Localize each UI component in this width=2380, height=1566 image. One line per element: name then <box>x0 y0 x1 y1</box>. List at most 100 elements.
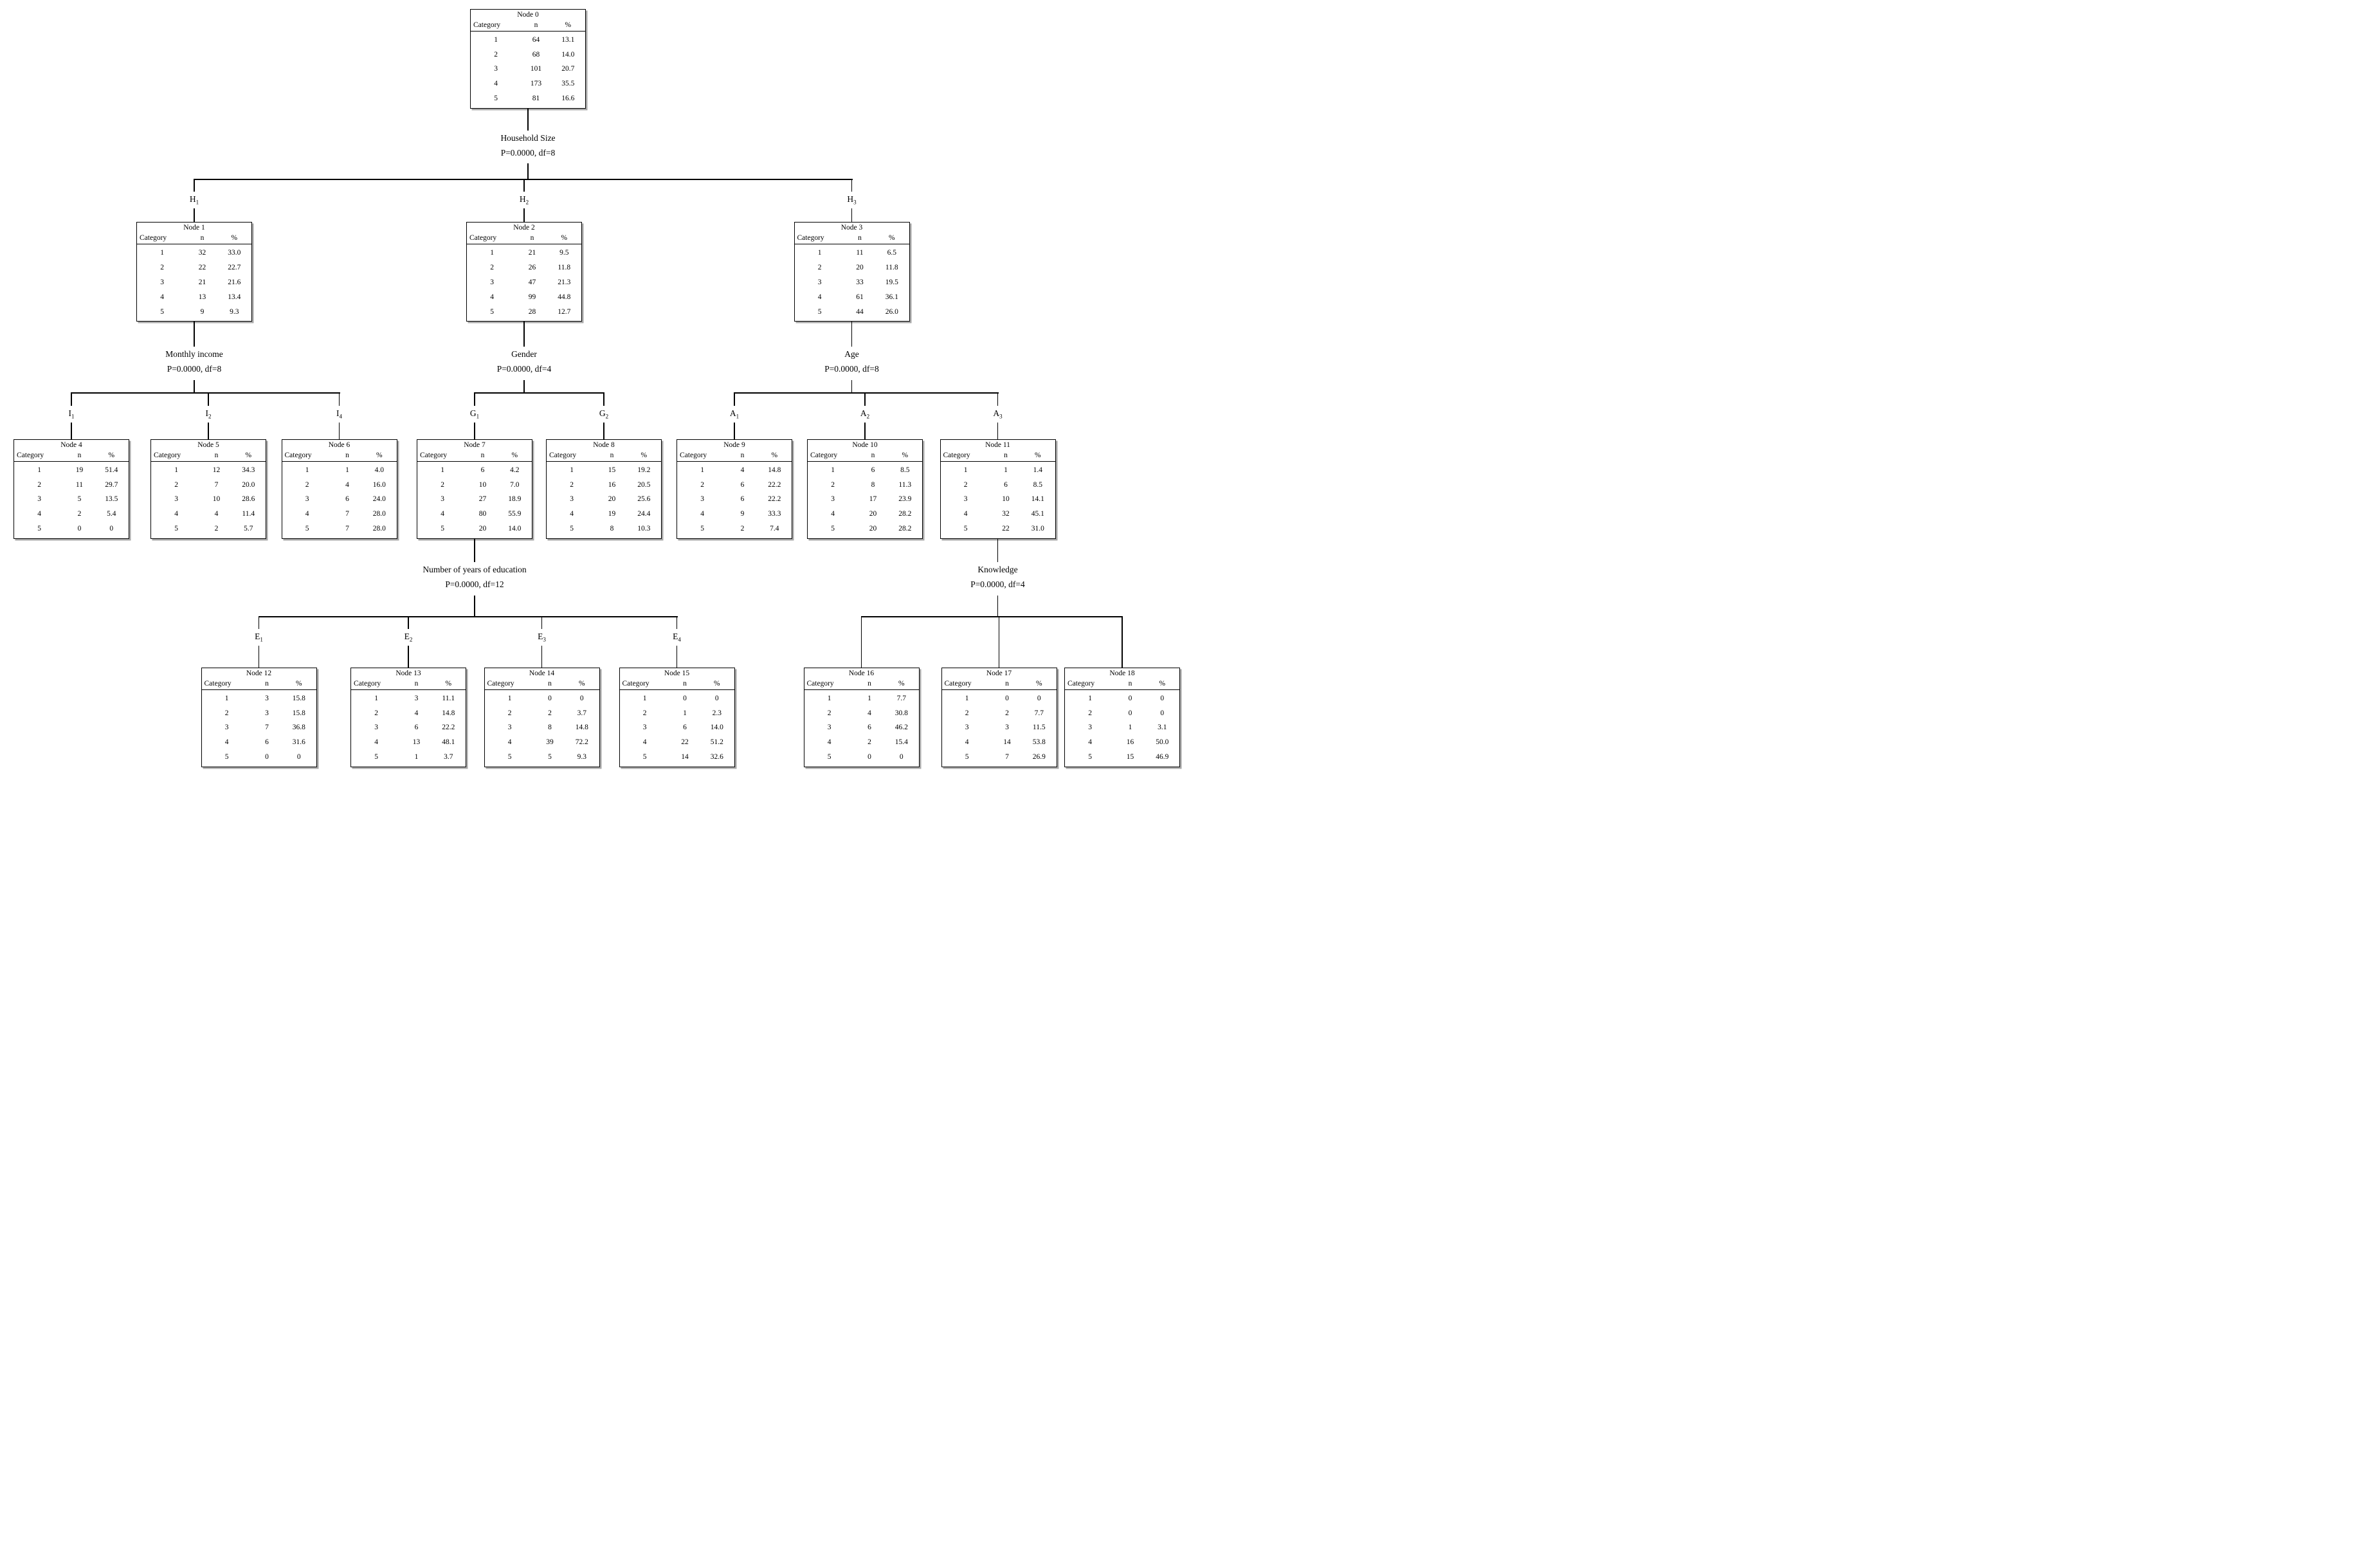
split-variable-label: Age <box>844 349 859 359</box>
cell-n: 21 <box>528 249 536 257</box>
cell-category: 5 <box>963 525 968 533</box>
cell-percent: 7.7 <box>896 694 906 702</box>
connector-branch-stub <box>208 393 209 406</box>
cell-n: 2 <box>214 525 219 533</box>
cell-percent: 11.1 <box>442 694 455 702</box>
cell-percent: 28.6 <box>242 495 255 504</box>
connector-parent-stub <box>523 322 525 347</box>
cell-category: 3 <box>831 495 835 504</box>
cell-n: 6 <box>480 466 485 474</box>
cell-category: 4 <box>965 738 969 747</box>
cell-category: 2 <box>37 480 42 489</box>
cell-percent: 0 <box>109 525 114 533</box>
cell-percent: 44.8 <box>558 293 571 301</box>
cell-n: 2 <box>548 709 552 717</box>
branch-label-subscript: 2 <box>866 413 870 420</box>
branch-label-text: H <box>519 194 526 204</box>
split-stat-label: P=0.0000, df=8 <box>167 364 222 374</box>
cell-n: 10 <box>212 495 221 504</box>
cell-category: 5 <box>174 525 179 533</box>
cell-n: 80 <box>478 510 487 518</box>
cell-percent: 12.7 <box>558 307 571 316</box>
cell-category: 2 <box>1088 709 1093 717</box>
cell-category: 1 <box>570 466 574 474</box>
cell-n: 6 <box>868 724 871 732</box>
cell-category: 3 <box>37 495 42 504</box>
cell-percent: 28.0 <box>372 510 386 518</box>
cell-n: 4 <box>414 709 419 717</box>
cell-percent: 11.8 <box>558 264 571 272</box>
column-header-n: n <box>1004 451 1008 459</box>
column-header-category: Category <box>622 679 650 687</box>
cell-percent: 26.9 <box>1032 753 1046 761</box>
cell-percent: 46.9 <box>1156 753 1169 761</box>
cell-category: 3 <box>160 278 165 286</box>
cell-n: 19 <box>75 466 84 474</box>
node-title: Node 1 <box>183 224 205 232</box>
cell-percent: 20.7 <box>561 65 575 73</box>
node-title: Node 0 <box>517 10 539 19</box>
branch-label: E2 <box>389 629 428 644</box>
branch-label: A1 <box>715 406 754 421</box>
cell-n: 16 <box>1126 738 1134 747</box>
cell-n: 8 <box>548 724 552 732</box>
cell-percent: 14.8 <box>768 466 781 474</box>
cell-category: 1 <box>174 466 179 474</box>
branch-label-subscript: 3 <box>543 636 546 643</box>
cell-percent: 3.1 <box>1158 724 1167 732</box>
connector-branch-stub <box>541 616 543 629</box>
connector-label-stub <box>997 595 999 617</box>
cell-percent: 48.1 <box>442 738 455 747</box>
cell-category: 3 <box>827 724 831 732</box>
cell-category: 4 <box>1088 738 1093 747</box>
branch-label-subscript: 4 <box>678 636 681 643</box>
cell-percent: 0 <box>1160 694 1165 702</box>
column-header-percent: % <box>565 21 572 29</box>
cell-n: 0 <box>1128 694 1132 702</box>
connector-child-stub <box>194 208 195 222</box>
cell-percent: 13.5 <box>105 495 118 504</box>
column-header-n: n <box>345 451 349 459</box>
branch-label: A2 <box>846 406 884 421</box>
column-header-n: n <box>414 679 419 687</box>
cell-percent: 16.0 <box>372 480 386 489</box>
branch-label: A3 <box>979 406 1017 421</box>
cell-category: 2 <box>570 480 574 489</box>
branch-label-subscript: 3 <box>853 199 857 206</box>
cell-percent: 24.4 <box>637 510 651 518</box>
branch-label-text: I <box>205 408 209 418</box>
cell-category: 4 <box>642 738 647 747</box>
cell-percent: 25.6 <box>637 495 651 504</box>
cell-n: 0 <box>265 753 269 761</box>
cell-n: 5 <box>77 495 82 504</box>
cell-n: 1 <box>1004 466 1008 474</box>
cell-percent: 22.2 <box>768 495 781 504</box>
cell-category: 1 <box>224 694 229 702</box>
column-header-percent: % <box>1034 451 1041 459</box>
cell-category: 1 <box>642 694 647 702</box>
cell-category: 5 <box>965 753 969 761</box>
